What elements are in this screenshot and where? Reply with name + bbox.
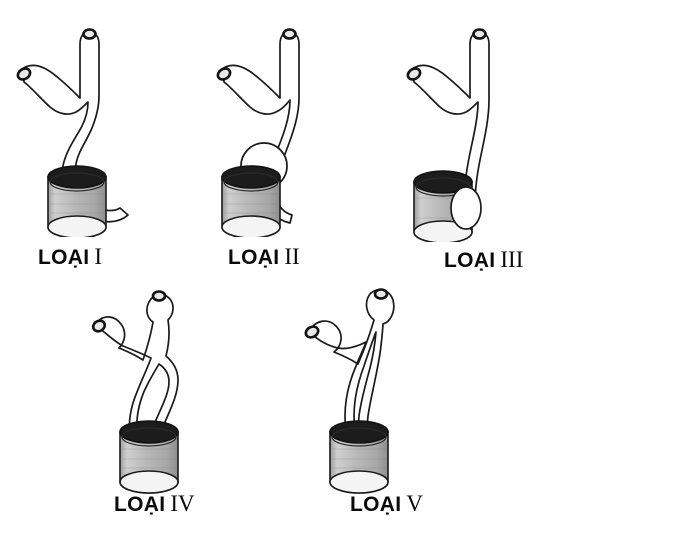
biliary-tree-type-3 (406, 28, 490, 216)
label-word: LOẠI (228, 246, 280, 269)
biliary-tree-type-1 (16, 28, 129, 223)
right-hepatic-duct-orifice (472, 28, 487, 40)
label-word: LOẠI (350, 493, 402, 516)
right-hepatic-duct-orifice (151, 290, 167, 302)
label-numeral: IV (170, 491, 195, 516)
duodenum-cylinder (413, 170, 482, 242)
label-numeral: II (284, 244, 300, 269)
choledochocele-cyst (450, 186, 482, 230)
right-hepatic-duct-orifice (82, 28, 97, 40)
label-word: LOẠI (38, 246, 90, 269)
left-hepatic-duct-orifice (216, 67, 232, 81)
left-hepatic-duct-orifice (304, 325, 320, 339)
right-hepatic-duct-orifice (373, 288, 389, 300)
figure-type-3 (400, 22, 575, 242)
figure-type-1 (10, 22, 185, 237)
label-numeral: I (94, 244, 103, 269)
figure-type-2 (210, 22, 385, 237)
left-hepatic-duct-orifice (406, 67, 422, 81)
figure-type-5 (298, 282, 473, 497)
label-word: LOẠI (444, 249, 496, 272)
left-hepatic-duct-orifice (16, 67, 32, 81)
label-numeral: III (500, 247, 524, 272)
duodenum-cylinder (329, 420, 389, 494)
figure-type-4 (85, 282, 260, 497)
duodenum-cylinder (221, 165, 281, 237)
duodenum-cylinder (47, 165, 107, 237)
left-hepatic-duct-orifice (91, 319, 107, 333)
duodenum-cylinder (119, 420, 179, 494)
label-word: LOẠI (114, 493, 166, 516)
label-numeral: V (406, 491, 423, 516)
right-hepatic-duct-orifice (282, 28, 297, 40)
